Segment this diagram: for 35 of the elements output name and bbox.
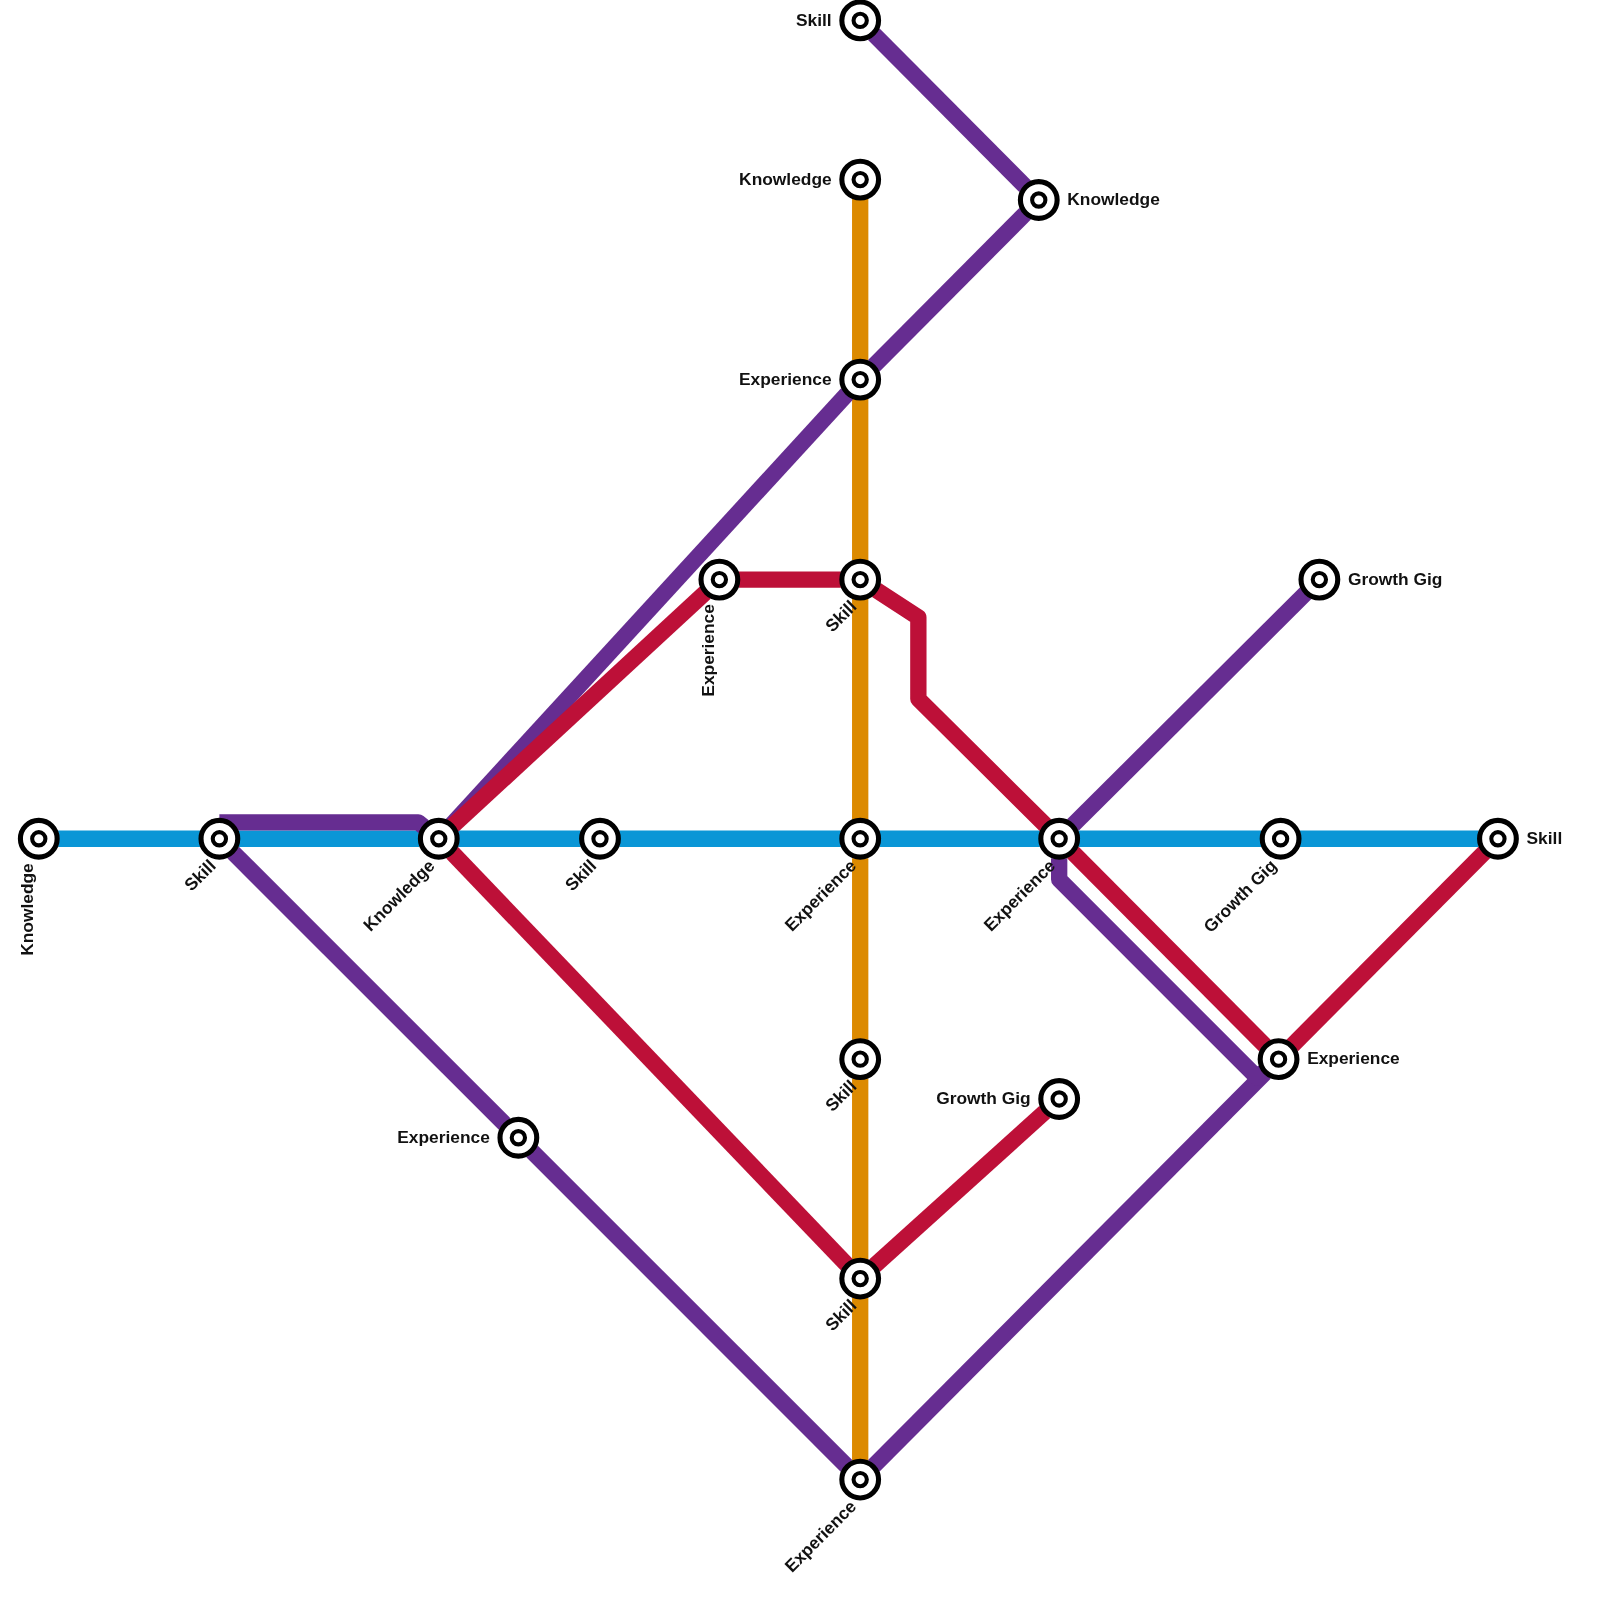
metro-line	[458, 830, 581, 847]
station-label: Experience	[739, 369, 832, 390]
station-label: Experience	[397, 1127, 490, 1148]
metro-line	[58, 830, 200, 847]
station-label: Experience	[698, 604, 720, 697]
metro-line	[447, 586, 711, 832]
metro-line	[852, 1297, 869, 1461]
metro-line	[852, 399, 869, 561]
metro-line	[227, 846, 511, 1130]
metro-line	[852, 1078, 869, 1260]
metro-line	[238, 830, 420, 847]
metro-line	[446, 847, 853, 1271]
metro-line	[852, 199, 869, 361]
metro-line	[879, 830, 1040, 847]
metro-line	[868, 28, 1031, 192]
metro-line	[526, 1145, 853, 1472]
metro-line	[1286, 846, 1491, 1052]
metro-line	[869, 1105, 1051, 1272]
station-label: Knowledge	[739, 169, 832, 190]
metro-line	[1300, 830, 1479, 847]
station-label: Knowledge	[18, 863, 39, 956]
metro-line	[852, 858, 869, 1040]
metro-line	[1067, 846, 1271, 1052]
metro-line	[619, 830, 841, 847]
station-label: Experience	[1307, 1048, 1400, 1070]
station-label: Growth Gig	[1347, 569, 1443, 590]
metro-line	[868, 208, 1031, 372]
metro-line	[872, 583, 1052, 831]
metro-line	[852, 598, 869, 820]
metro-line	[1067, 587, 1312, 831]
station-label: Growth Gig	[936, 1088, 1031, 1110]
metro-line	[1078, 830, 1262, 847]
station-label: Skill	[795, 10, 832, 31]
station-label: Skill	[1526, 828, 1563, 849]
station-label: Knowledge	[1067, 189, 1160, 211]
